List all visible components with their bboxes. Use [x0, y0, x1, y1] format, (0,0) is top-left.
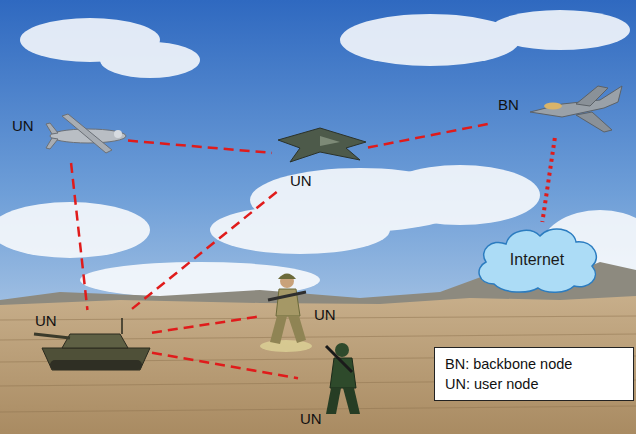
node-label: UN [300, 410, 322, 427]
stealth-jet [278, 128, 366, 162]
node-label: UN [314, 306, 336, 323]
soldier-node: UN [258, 266, 346, 354]
clouds [0, 10, 636, 298]
drone-node: UN [8, 108, 128, 163]
backbone-jet-node: BN [490, 82, 628, 138]
internet-cloud: Internet [472, 222, 602, 294]
node-label: UN [35, 312, 57, 329]
soldier [326, 343, 360, 414]
tank-node: UN [30, 310, 152, 374]
wireless-link [152, 317, 258, 333]
node-label: UN [12, 117, 34, 134]
wireless-link [71, 163, 87, 310]
wireless-link [542, 138, 554, 222]
node-label: BN [498, 96, 519, 113]
node-label: UN [290, 172, 312, 189]
soldier [260, 274, 312, 353]
drone [46, 114, 126, 153]
legend-text: BN: backbone node [445, 354, 623, 374]
soldier-node: UN [298, 338, 364, 430]
wireless-link [128, 141, 272, 153]
fighter-jet [530, 86, 622, 132]
field-rows [0, 316, 636, 412]
jet-node: UN [272, 122, 368, 192]
wireless-link [152, 353, 298, 379]
wireless-link [368, 124, 490, 148]
legend-box: BN: backbone nodeUN: user node [434, 347, 634, 401]
ground [0, 296, 636, 434]
wireless-link [131, 192, 277, 310]
legend-text: UN: user node [445, 374, 623, 394]
cloud-label: Internet [510, 251, 564, 269]
